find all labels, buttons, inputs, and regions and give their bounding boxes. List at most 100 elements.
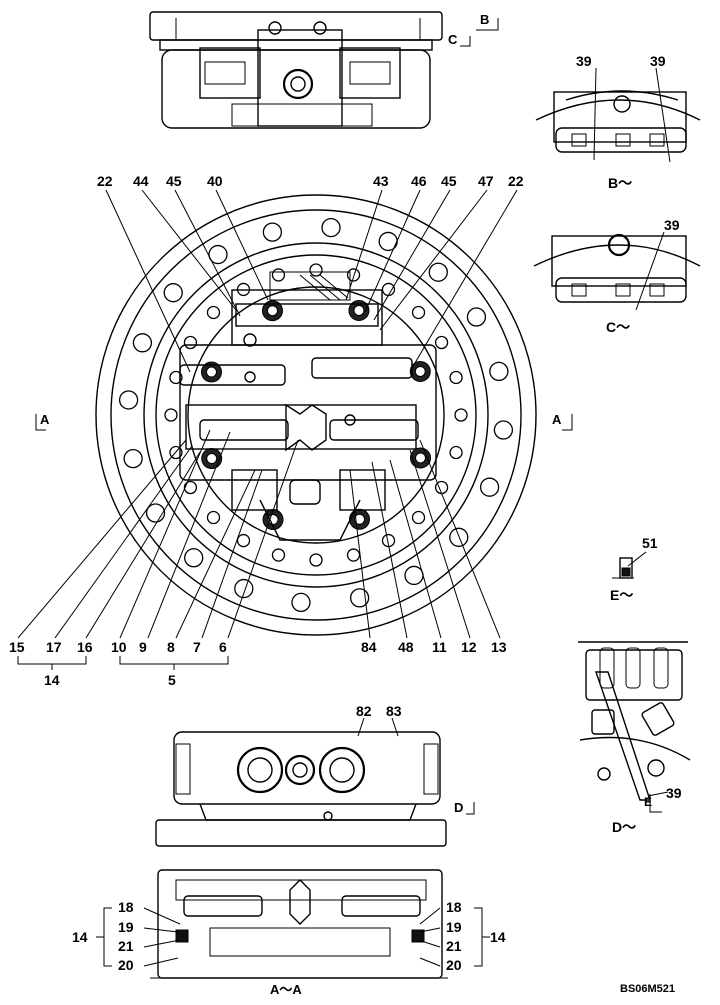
mounting-bolt-center bbox=[266, 305, 278, 317]
callout-number: 22 bbox=[508, 173, 524, 189]
bolt-hole bbox=[234, 578, 254, 599]
bolt-hole-small bbox=[206, 510, 221, 525]
bolt-hole bbox=[184, 548, 204, 568]
bolt-hole-small bbox=[411, 305, 426, 320]
bolt-hole bbox=[118, 390, 139, 410]
top-view-mark-c: C bbox=[448, 32, 458, 47]
callout-number: 48 bbox=[398, 639, 414, 655]
bolt-hole bbox=[291, 592, 311, 613]
bolt-hole-small bbox=[381, 282, 396, 297]
callout-number: 6 bbox=[219, 639, 227, 655]
detail-b-caption: B～ bbox=[608, 175, 632, 191]
section-mark-right: A bbox=[552, 412, 562, 427]
top-view-mark-b: B bbox=[480, 12, 489, 27]
bolt-hole-small bbox=[206, 305, 221, 320]
section-callout: 20 bbox=[118, 957, 134, 973]
bolt-hole-small bbox=[271, 268, 286, 282]
section-callout: 19 bbox=[118, 919, 134, 935]
section-callout: 19 bbox=[446, 919, 462, 935]
bolt-hole bbox=[262, 222, 283, 242]
callout-number: 7 bbox=[193, 639, 201, 655]
detail-d-letter: E bbox=[644, 795, 652, 809]
mounting-bolts bbox=[200, 299, 432, 531]
bolt-hole-small bbox=[183, 335, 198, 350]
bolt-hole-small bbox=[309, 553, 323, 567]
detail-b-callout-left: 39 bbox=[576, 53, 592, 69]
mounting-bolt-center bbox=[415, 452, 427, 464]
bolt-hole-small bbox=[169, 370, 183, 385]
callout-number: 40 bbox=[207, 173, 223, 189]
mounting-bolt-center bbox=[354, 513, 366, 525]
section-callout: 18 bbox=[118, 899, 134, 915]
mounting-bolt-center bbox=[205, 366, 217, 378]
bolt-hole bbox=[163, 283, 183, 303]
bolt-hole bbox=[428, 262, 448, 282]
callout-number: 15 bbox=[9, 639, 25, 655]
detail-e-callout: 51 bbox=[642, 535, 658, 551]
section-callout: 18 bbox=[446, 899, 462, 915]
mounting-bolt-center bbox=[206, 453, 218, 465]
bolt-circle-inner bbox=[164, 263, 468, 567]
callout-number: 17 bbox=[46, 639, 62, 655]
callout-number: 43 bbox=[373, 173, 389, 189]
callout-number: 46 bbox=[411, 173, 427, 189]
bolt-hole-small bbox=[236, 533, 251, 548]
mounting-bolt-center bbox=[414, 365, 426, 377]
bolt-hole-small bbox=[411, 510, 426, 525]
top-view: C B bbox=[149, 11, 499, 129]
bolt-hole-small bbox=[449, 370, 463, 385]
bolt-hole bbox=[493, 420, 514, 440]
bolt-hole-small bbox=[434, 335, 449, 350]
bolt-hole-small bbox=[346, 268, 361, 282]
detail-d-caption: D～ bbox=[612, 819, 636, 835]
section-group-left: 14 bbox=[72, 929, 88, 945]
detail-c-caption: C～ bbox=[606, 319, 630, 335]
section-caption: A～A bbox=[270, 982, 302, 997]
bolt-hole-small bbox=[449, 445, 463, 460]
mid-view-callout-82: 82 bbox=[356, 703, 372, 719]
callout-number: 44 bbox=[133, 173, 149, 189]
bolt-hole bbox=[404, 565, 424, 586]
bolt-hole bbox=[123, 448, 143, 469]
callout-number: 8 bbox=[167, 639, 175, 655]
callout-number: 45 bbox=[166, 173, 182, 189]
bolt-hole-small bbox=[454, 408, 468, 422]
group-label-5: 5 bbox=[168, 672, 176, 688]
drawing-code: BS06M521 bbox=[620, 983, 675, 995]
mid-view-callout-83: 83 bbox=[386, 703, 402, 719]
callout-number: 12 bbox=[461, 639, 477, 655]
callout-number: 84 bbox=[361, 639, 377, 655]
detail-d-callout: 39 bbox=[666, 785, 682, 801]
callout-number: 45 bbox=[441, 173, 457, 189]
bolt-hole bbox=[208, 244, 228, 265]
callout-number: 11 bbox=[432, 639, 447, 655]
bolt-hole bbox=[489, 361, 509, 382]
mounting-bolt-center bbox=[353, 304, 365, 316]
callout-number: 22 bbox=[97, 173, 113, 189]
detail-b: 39 39 B～ bbox=[535, 53, 701, 191]
mid-view-mark-d: D bbox=[454, 800, 463, 815]
bolt-hole bbox=[132, 333, 153, 353]
group-label-14: 14 bbox=[44, 672, 60, 688]
bolt-hole bbox=[321, 217, 341, 238]
bolt-hole-small bbox=[183, 480, 198, 495]
section-callout: 21 bbox=[118, 938, 134, 954]
bolt-circle-outer bbox=[118, 217, 514, 613]
section-callout: 21 bbox=[446, 938, 462, 954]
mid-view: 82 83 D bbox=[155, 703, 475, 847]
detail-d: 39 E D～ bbox=[578, 641, 691, 835]
section-callouts-left: 18 19 21 20 bbox=[118, 899, 134, 973]
detail-c: 39 C～ bbox=[533, 217, 701, 335]
callout-number: 16 bbox=[77, 639, 93, 655]
detail-e: 51 E～ bbox=[610, 535, 658, 603]
bolt-hole-small bbox=[346, 548, 361, 562]
bolt-hole-small bbox=[164, 408, 178, 422]
detail-b-callout-right: 39 bbox=[650, 53, 666, 69]
